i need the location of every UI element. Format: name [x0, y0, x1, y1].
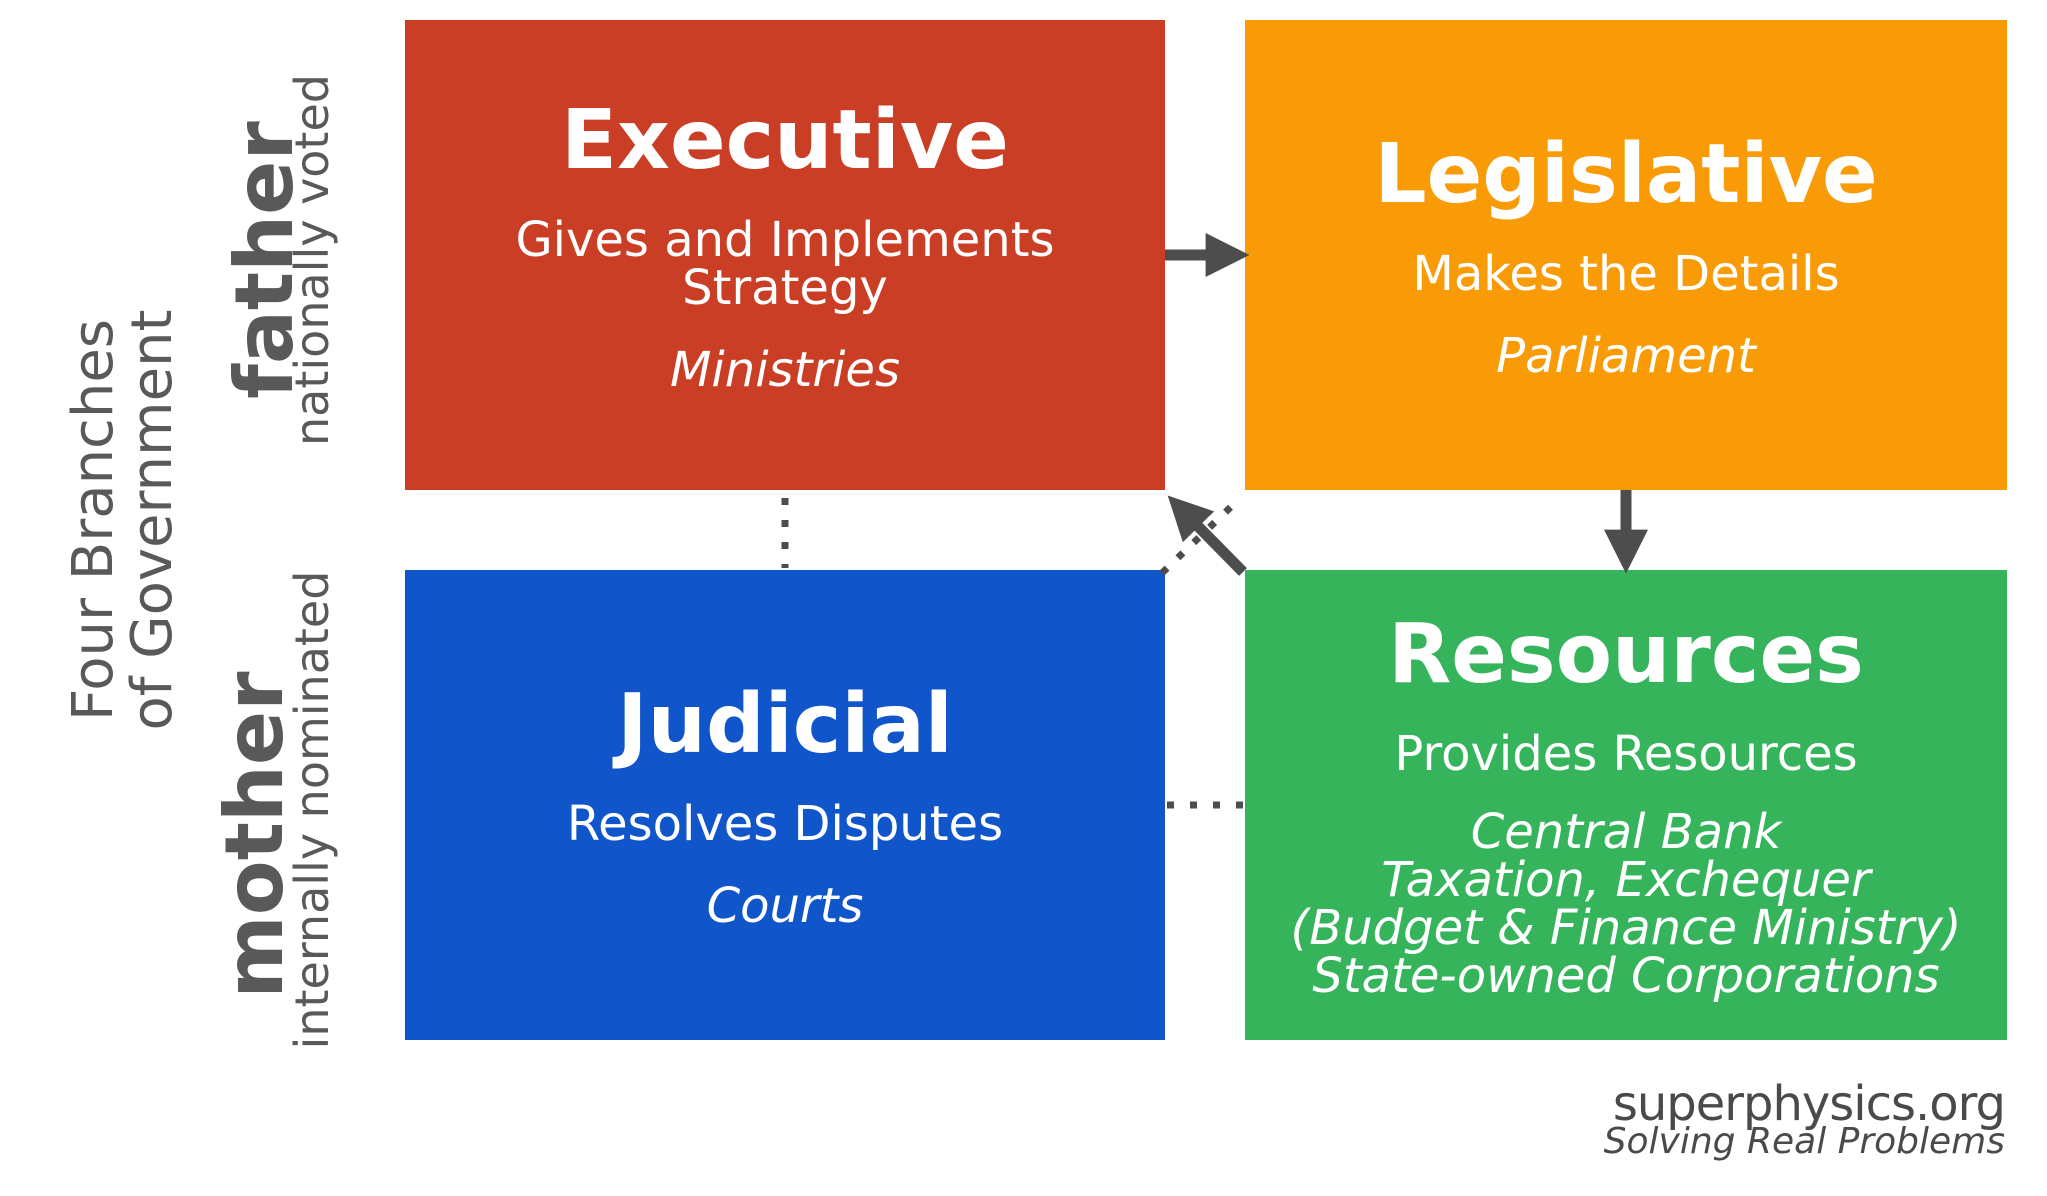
legislative-description: Makes the Details	[1412, 246, 1840, 303]
resources-title: Resources	[1388, 606, 1864, 702]
brand-name: superphysics.org	[1612, 1076, 2006, 1132]
legislative-title: Legislative	[1374, 126, 1878, 222]
judicial-title: Judicial	[617, 676, 953, 772]
executive-title: Executive	[561, 92, 1009, 188]
executive-description: Gives and Implements Strategy	[515, 212, 1055, 317]
resources-institution-budget-finance: (Budget & Finance Ministry)	[1290, 900, 1962, 957]
legislative-institution: Parliament	[1496, 328, 1756, 385]
resources-box: Resources Provides Resources Central Ban…	[1245, 570, 2007, 1040]
resources-institution-central-bank: Central Bank	[1470, 804, 1782, 861]
judicial-box: Judicial Resolves Disputes Courts	[405, 570, 1165, 1040]
brand-tagline: Solving Real Problems	[1603, 1121, 2005, 1162]
resources-description: Provides Resources	[1394, 726, 1858, 783]
judicial-institution: Courts	[706, 878, 864, 935]
dotted-link-judicial-legislative	[1159, 499, 1239, 576]
brand-footer: superphysics.org Solving Real Problems	[1603, 1076, 2006, 1162]
legislative-box: Legislative Makes the Details Parliament	[1245, 20, 2007, 490]
judicial-description: Resolves Disputes	[566, 796, 1004, 853]
resources-institutions: Central Bank Taxation, Exchequer (Budget…	[1291, 808, 1962, 1000]
executive-box: Executive Gives and Implements Strategy …	[405, 20, 1165, 490]
arrow-resources-to-executive	[1167, 495, 1247, 576]
executive-institution: Ministries	[670, 342, 900, 399]
resources-institution-state-corporations: State-owned Corporations	[1312, 948, 1940, 1005]
resources-institution-taxation: Taxation, Exchequer	[1381, 852, 1871, 909]
